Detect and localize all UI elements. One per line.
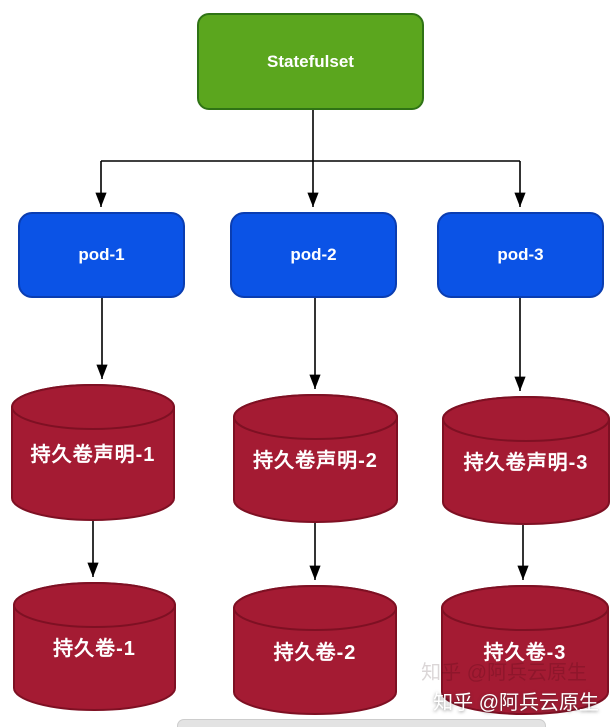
pvc-3-label: 持久卷声明-3 [463, 452, 589, 474]
pvc-1-label: 持久卷声明-1 [30, 444, 156, 466]
pvc-1-cylinder: 持久卷声明-1 [11, 384, 175, 521]
cylinder-shape [11, 384, 175, 521]
watermark: 知乎 @阿兵云原生 [433, 692, 599, 714]
pv-3-cylinder: 持久卷-3 [441, 585, 609, 715]
watermark-echo: 知乎 @阿兵云原生 [421, 662, 587, 684]
pod-2-label: pod-2 [290, 245, 337, 264]
pod-1-node: pod-1 [18, 212, 185, 298]
cylinder-shape [233, 394, 398, 523]
pod-2-node: pod-2 [230, 212, 397, 298]
cylinder-shape [233, 585, 397, 715]
pod-1-label: pod-1 [78, 245, 125, 264]
statefulset-node: Statefulset [197, 13, 424, 110]
pvc-2-label: 持久卷声明-2 [253, 450, 378, 472]
pv-3-label: 持久卷-3 [483, 641, 567, 664]
cylinder-shape [442, 396, 610, 525]
pv-1-label: 持久卷-1 [53, 638, 136, 660]
cylinder-shape [13, 582, 176, 711]
pv-2-label: 持久卷-2 [273, 641, 357, 664]
cylinder-shape [441, 585, 609, 715]
pvc-2-cylinder: 持久卷声明-2 [233, 394, 398, 523]
statefulset-label: Statefulset [267, 51, 354, 71]
pvc-3-cylinder: 持久卷声明-3 [442, 396, 610, 525]
pod-3-label: pod-3 [497, 245, 544, 264]
pv-2-cylinder: 持久卷-2 [233, 585, 397, 715]
pv-1-cylinder: 持久卷-1 [13, 582, 176, 711]
pod-3-node: pod-3 [437, 212, 604, 298]
bottom-scrollbar[interactable] [177, 719, 546, 727]
